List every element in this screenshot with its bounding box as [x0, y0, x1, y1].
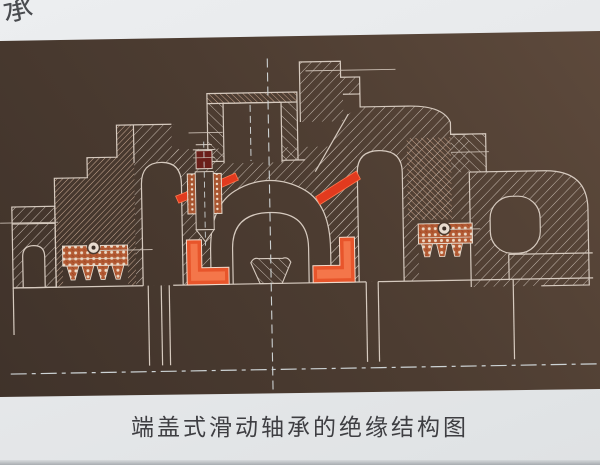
bearing-drawing — [0, 58, 597, 393]
next-figure-edge — [0, 460, 600, 465]
section-cutouts — [22, 102, 541, 288]
shaft-axis-centerline — [10, 363, 597, 375]
insulation-pads — [185, 236, 356, 286]
bolt-head — [195, 150, 213, 170]
centerlines — [10, 58, 597, 393]
oil-seal-left — [61, 240, 153, 281]
figure-caption: 端盖式滑动轴承的绝缘结构图 — [131, 415, 469, 441]
drawing-outlines — [11, 60, 594, 366]
oil-seal-right — [417, 221, 481, 258]
leader-lines — [0, 68, 489, 224]
insulation-strip-right — [315, 170, 361, 206]
